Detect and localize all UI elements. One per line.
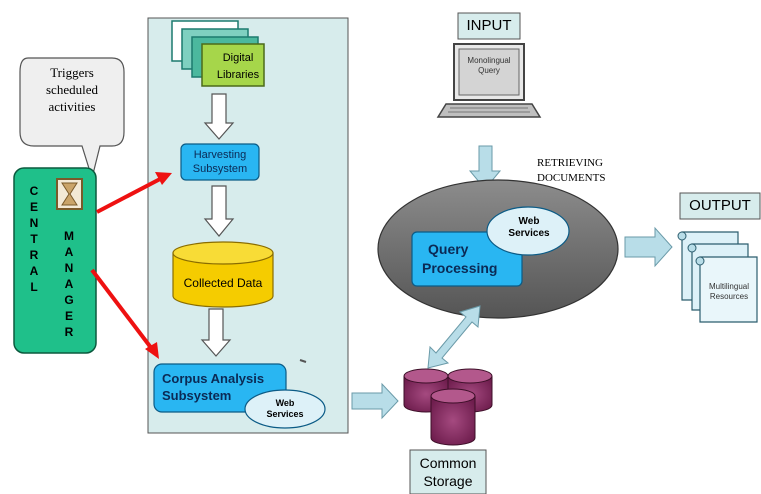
query-web-services-ellipse: [486, 206, 570, 256]
output-documents: [677, 231, 758, 323]
query-web-services-line-2: Services: [508, 228, 550, 239]
collected-data-cylinder: [172, 241, 274, 308]
output-label-box: [679, 192, 761, 220]
stray-mark: [299, 359, 307, 363]
letter: N: [64, 261, 74, 275]
digital-libraries-line-2: Libraries: [216, 69, 260, 81]
storage-arrow: [351, 382, 399, 420]
output-arrow: [624, 226, 673, 268]
bubble-text: Triggers scheduled activities: [24, 64, 120, 115]
common-storage-label: Common Storage: [410, 454, 486, 490]
speech-bubble: [19, 57, 125, 181]
down-arrows: [200, 93, 235, 357]
doc-line-1: Multilingual: [708, 282, 750, 291]
multilingual-resources-label: Multilingual Resources: [701, 282, 757, 302]
manager-letters: M A N A G E R: [61, 228, 77, 340]
harvesting-box: [180, 143, 260, 181]
corpus-web-services-line-1: Web: [275, 398, 295, 408]
letter: R: [64, 325, 74, 339]
query-processing-label: Query Processing: [422, 240, 532, 278]
letter: C: [29, 184, 39, 198]
letter: E: [64, 309, 73, 323]
central-manager-box: [13, 167, 97, 354]
letter: R: [29, 248, 39, 262]
screen-line-1: Monolingual: [467, 56, 511, 65]
retrieving-line-1: RETRIEVING: [537, 157, 603, 169]
corpus-analysis-label: Corpus Analysis Subsystem: [162, 370, 292, 404]
letter: N: [29, 216, 39, 230]
corpus-analysis-line-2: Subsystem: [162, 388, 232, 403]
letter: T: [30, 232, 38, 246]
letter: A: [64, 277, 74, 291]
bubble-line-3: activities: [48, 99, 96, 114]
corpus-analysis-line-1: Corpus Analysis: [162, 371, 265, 386]
corpus-web-services-ellipse: [244, 389, 326, 429]
laptop-screen-text: Monolingual Query: [459, 56, 519, 76]
collected-data-label: Collected Data: [183, 276, 263, 290]
digital-libraries-line-1: Digital: [222, 52, 254, 64]
common-storage-line-2: Storage: [423, 473, 473, 489]
digital-libraries-label: Digital Libraries: [204, 50, 264, 84]
input-label: INPUT: [466, 17, 512, 34]
retrieving-line-2: DOCUMENTS: [537, 172, 606, 184]
bubble-line-1: Triggers: [50, 65, 94, 80]
query-processing-line-1: Query: [428, 241, 469, 257]
query-web-services-line-1: Web: [518, 216, 540, 227]
output-label: OUTPUT: [689, 197, 751, 214]
red-arrows: [90, 172, 172, 359]
retrieving-documents-label: RETRIEVING DOCUMENTS: [537, 156, 657, 186]
central-letters: C E N T R A L: [26, 183, 42, 295]
letter: A: [64, 245, 74, 259]
harvesting-label: Harvesting Subsystem: [181, 148, 259, 176]
letter: E: [29, 200, 38, 214]
corpus-web-services-label: Web Services: [255, 398, 315, 420]
hourglass-icon: [56, 178, 83, 210]
letter: L: [30, 280, 38, 294]
laptop-icon: [436, 43, 542, 118]
bubble-line-2: scheduled: [46, 82, 98, 97]
query-web-services-label: Web Services: [499, 216, 559, 240]
query-processing-line-2: Processing: [422, 260, 498, 276]
storage-query-arrow: [427, 305, 481, 369]
common-storage-cylinders: [403, 368, 493, 446]
common-storage-line-1: Common: [419, 455, 477, 471]
digital-libraries-stack: [171, 20, 265, 87]
harvesting-line-1: Harvesting: [193, 149, 247, 161]
doc-line-2: Resources: [709, 292, 749, 301]
letter: M: [64, 229, 74, 243]
common-storage-label-box: [409, 449, 487, 494]
corpus-web-services-line-2: Services: [266, 409, 304, 419]
harvesting-line-2: Subsystem: [192, 163, 248, 175]
screen-line-2: Query: [478, 66, 500, 75]
input-label-box: [457, 12, 521, 40]
letter: G: [64, 293, 74, 307]
letter: A: [29, 264, 39, 278]
